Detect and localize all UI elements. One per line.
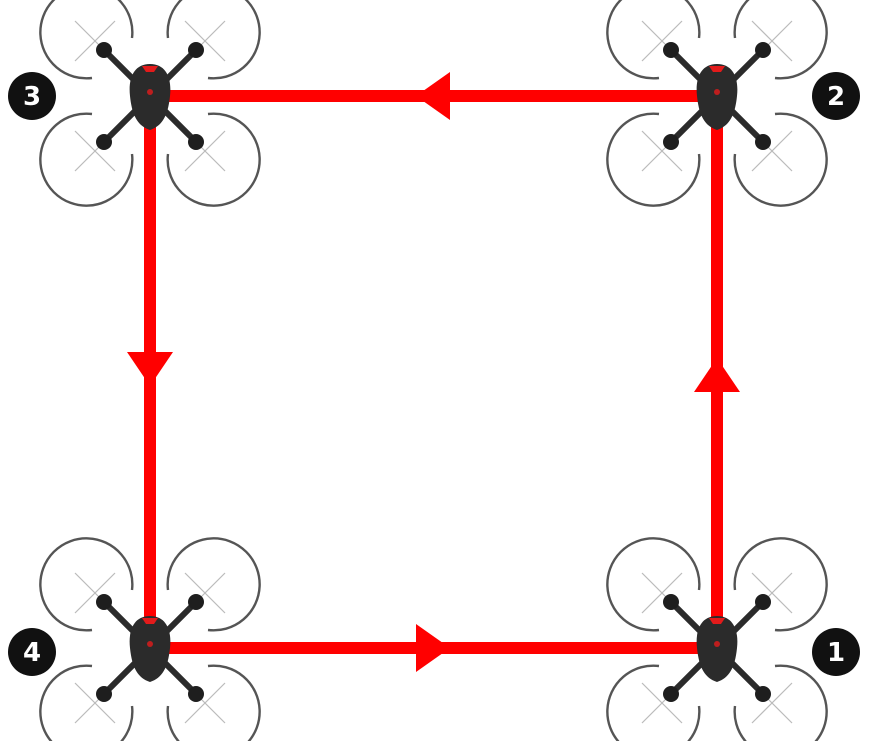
waypoint-badge-4: 4 (8, 628, 56, 676)
triangle-arrow-icon (694, 358, 740, 392)
waypoint-label: 2 (827, 82, 845, 112)
waypoint-label: 4 (23, 638, 41, 668)
waypoint-badge-1: 1 (812, 628, 860, 676)
route (144, 90, 723, 654)
triangle-arrow-icon (416, 624, 450, 672)
triangle-arrow-icon (416, 72, 450, 120)
waypoint-badge-2: 2 (812, 72, 860, 120)
route-arrows (127, 72, 740, 672)
waypoint-badge-3: 3 (8, 72, 56, 120)
waypoint-label: 3 (23, 82, 41, 112)
triangle-arrow-icon (127, 352, 173, 386)
waypoint-label: 1 (827, 638, 845, 668)
